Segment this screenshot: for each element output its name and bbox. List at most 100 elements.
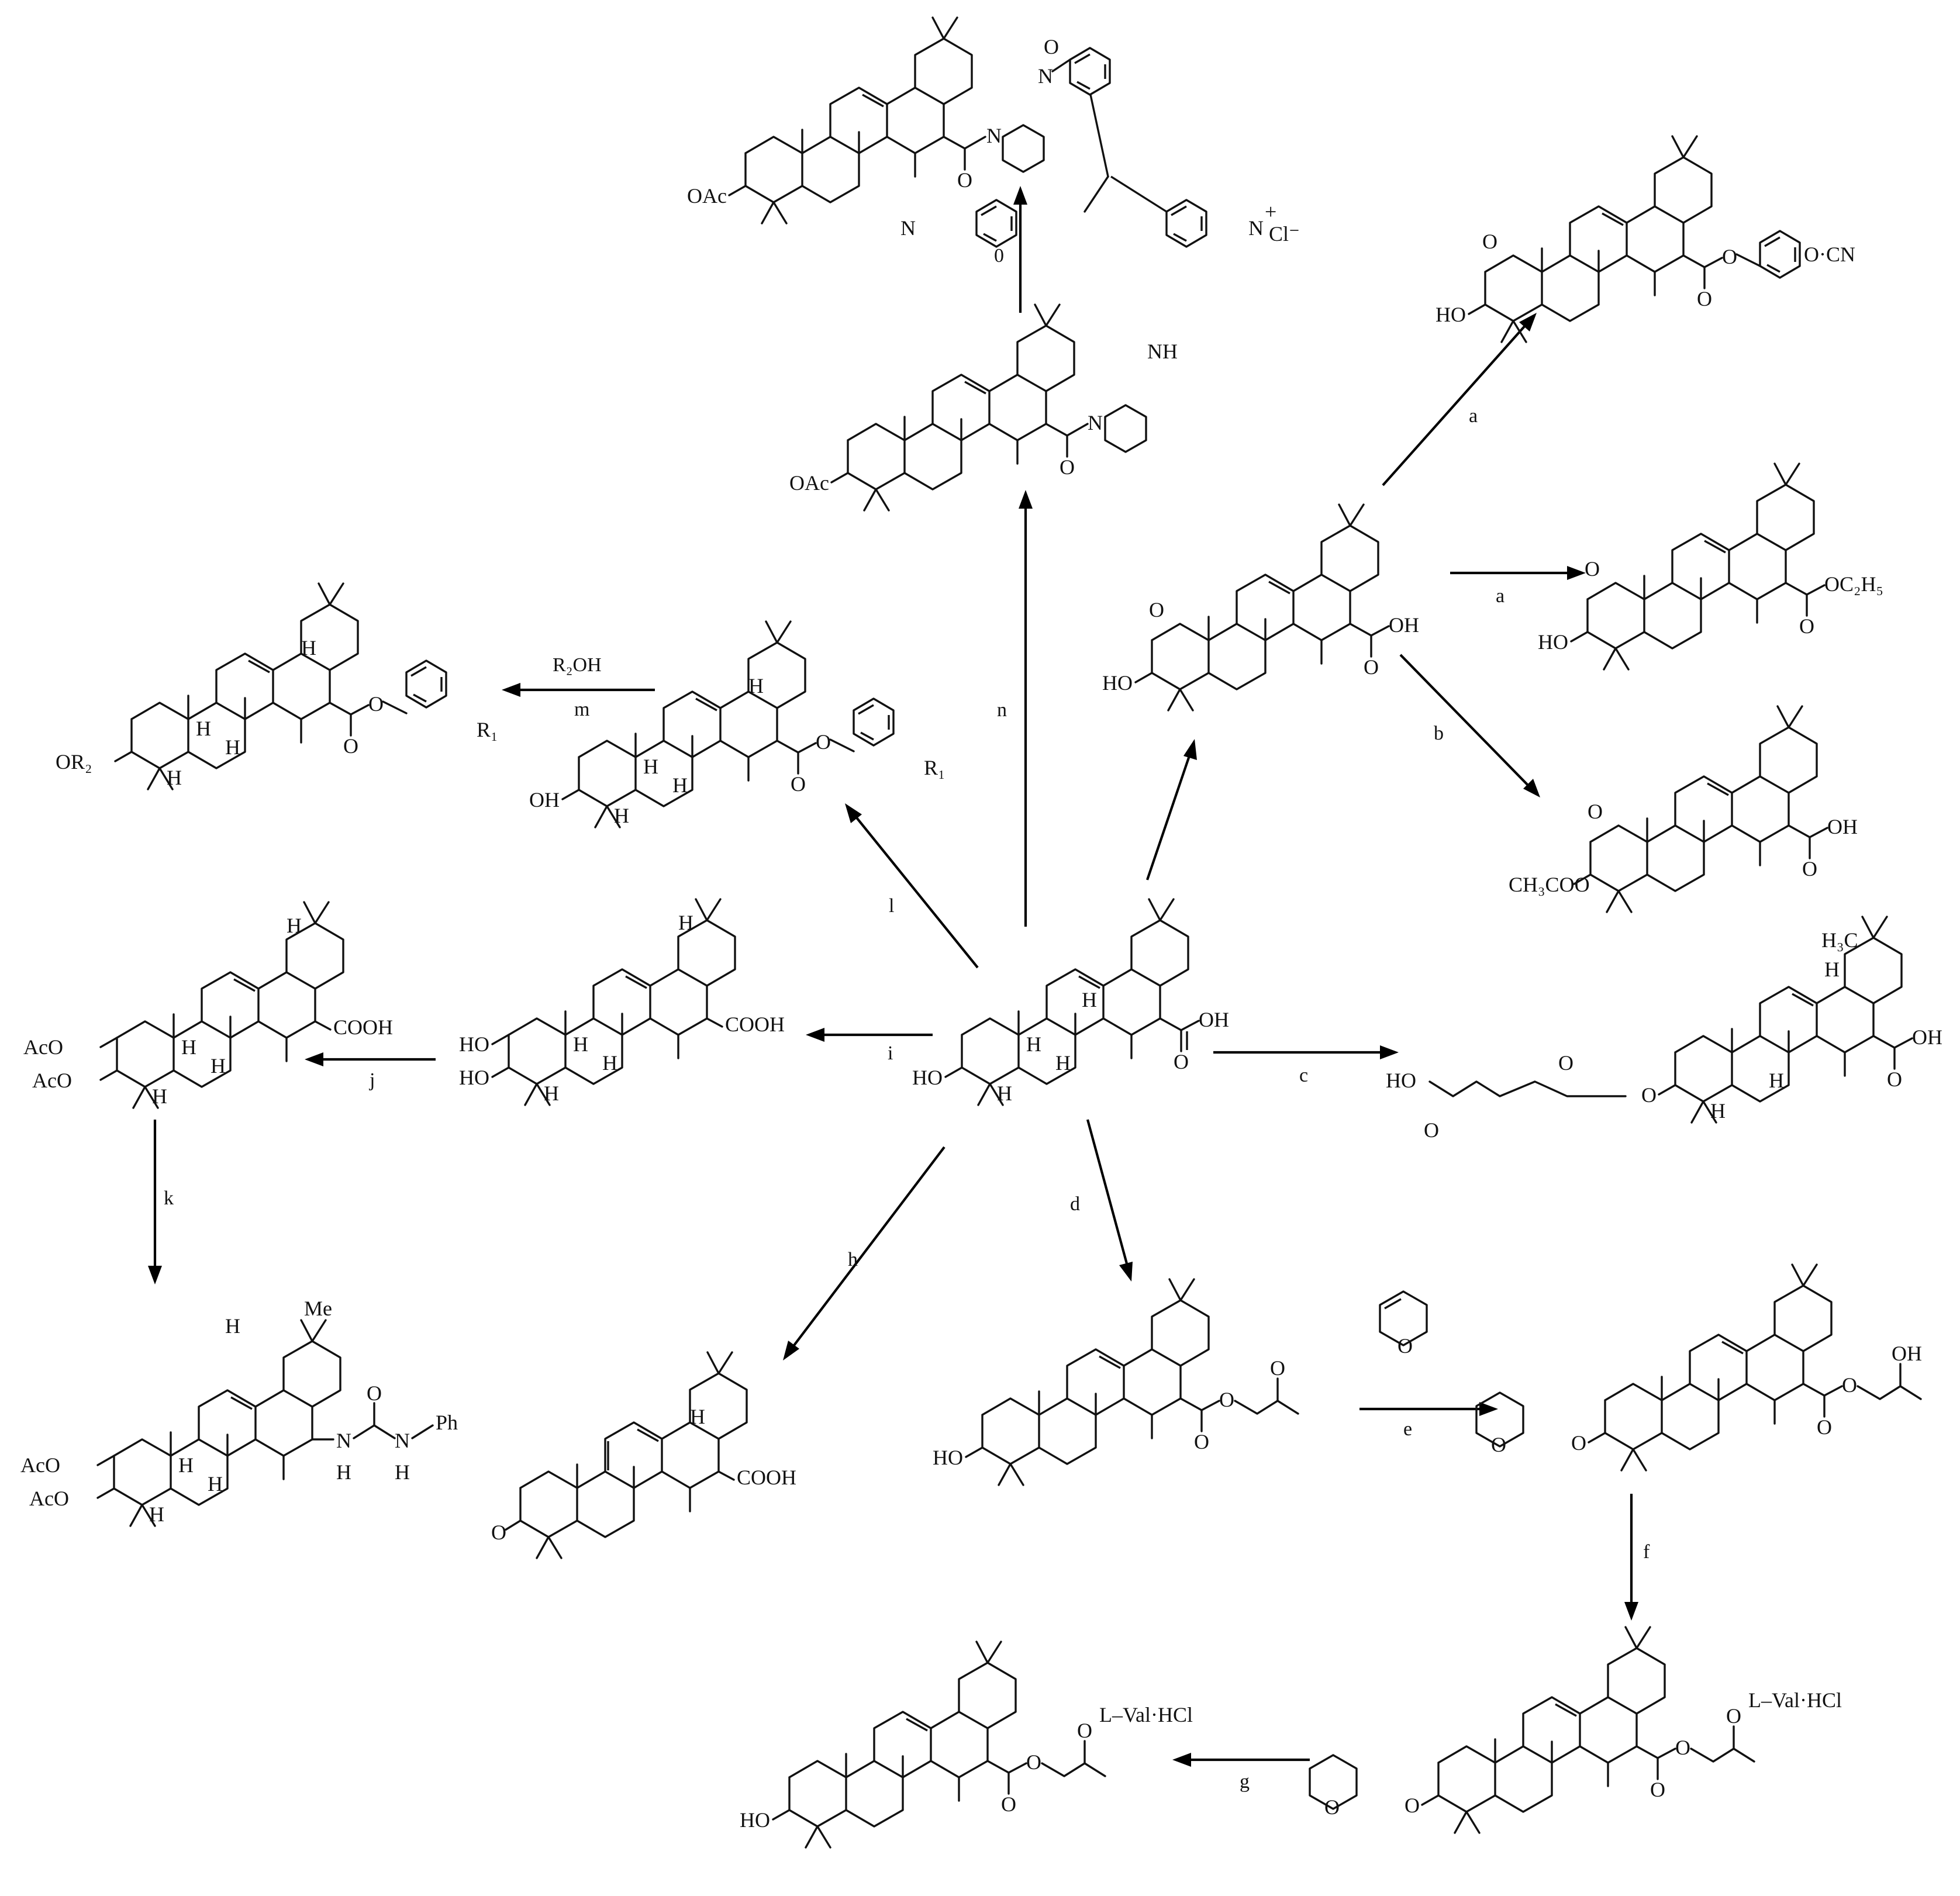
hydroxyl-3: OH (529, 788, 560, 811)
acetoxy-2: AcO (20, 1453, 60, 1477)
charge-plus: + (1265, 200, 1276, 223)
arrow-center-epoxy (1146, 739, 1197, 880)
h-5: H (1710, 1099, 1726, 1123)
carboxyl-oh: OH (1199, 1008, 1229, 1031)
step-label-b: b (1434, 723, 1444, 744)
h-5: H (997, 1082, 1012, 1105)
compound-epoxy-acid: OH O HO O (1102, 503, 1419, 712)
epoxide-o: O (1585, 557, 1600, 581)
amide-o: O (957, 168, 972, 192)
hydroxyl: OH (1892, 1342, 1922, 1365)
arrow-e: e O (1359, 1290, 1498, 1440)
carboxyl-oh: OH (1389, 613, 1419, 637)
h-5: H (544, 1082, 559, 1105)
step-label-m: m (574, 699, 589, 720)
acetoxy-3: AcO (29, 1487, 69, 1510)
hydroxyl-2: HO (459, 1032, 489, 1056)
piperazine-n2: N (1038, 64, 1053, 88)
step-label-h: h (848, 1249, 858, 1270)
step-label-a2: a (1496, 585, 1504, 607)
ester-o: O (1722, 245, 1737, 268)
chloride: Cl⁻ (1269, 222, 1300, 246)
arrow-g: g (1172, 1753, 1310, 1793)
hydroxyl-3: HO (1436, 303, 1466, 326)
h-5: H (149, 1503, 164, 1526)
h-9: H (196, 717, 211, 740)
reaction-arrows: 0 n l R₂OH m a (148, 186, 1650, 1793)
compound-oleanolic-acid-center: OH O HO H H H H (912, 898, 1229, 1106)
arrow-m: R₂OH m (502, 654, 655, 720)
h-14: H (602, 1051, 617, 1075)
h-9: H (643, 755, 658, 778)
h-18: H (301, 636, 316, 659)
urea-n2: N (395, 1429, 410, 1452)
h-9: H (178, 1453, 194, 1477)
urea-n1-h: H (336, 1460, 351, 1484)
valine-hcl: L–Val·HCl (1099, 1703, 1193, 1726)
h-14: H (672, 773, 688, 797)
epoxide-o: O (1482, 230, 1497, 253)
step-label-j: j (369, 1069, 375, 1091)
epoxide-o: O (1588, 800, 1603, 823)
arrow-l: l (845, 803, 979, 969)
carboxyl-oh: OH (1827, 815, 1858, 838)
h-18: H (225, 1314, 240, 1338)
carboxyl-oh: OH (1912, 1025, 1942, 1049)
arrow-n: n (997, 490, 1033, 927)
substituent-r1: R₁ (477, 718, 498, 741)
succinyl-carbonyl-o: O (1558, 1051, 1573, 1075)
ester-o: O (1219, 1388, 1234, 1411)
acetoxy-2: AcO (23, 1035, 63, 1059)
ester-o: O (1842, 1373, 1857, 1397)
step-label-f: f (1643, 1541, 1650, 1563)
acid-ho: HO (1386, 1069, 1416, 1092)
ether-or2: OR₂ (56, 750, 92, 773)
ester-o: O (1675, 1736, 1690, 1759)
arrow-c: c (1213, 1045, 1399, 1086)
arrow-h: h (783, 1146, 946, 1360)
urea-o: O (367, 1382, 382, 1405)
compound-dye-conjugate: OAc O N N O N N + Cl⁻ (687, 16, 1300, 248)
arrow-f: f (1624, 1494, 1650, 1621)
reagent-ring-oxygen: O (1397, 1334, 1413, 1358)
compound-benzyl-ester: O O OH R₁ H H H H (529, 620, 946, 828)
compound-acetonyl-ester: O O HO O (933, 1278, 1299, 1486)
valinate-o: O (1726, 1704, 1741, 1728)
valine-hcl: L–Val·HCl (1748, 1688, 1842, 1712)
urea-n1: N (336, 1429, 351, 1452)
valinate-o: O (1077, 1719, 1092, 1742)
compound-cyanate-benzyl-ester: O O HO O O·CN (1436, 135, 1855, 343)
step-label-e: e (1403, 1418, 1412, 1440)
compound-acetate-epoxy-acid: OH O CH₃COO O (1509, 705, 1858, 913)
step-label-c: c (1299, 1065, 1308, 1086)
arrow-b: b (1399, 654, 1540, 797)
acetoxy-3: AcO (32, 1069, 72, 1092)
h-9: H (1026, 1032, 1041, 1056)
piperazine-n1: N (986, 124, 1002, 147)
ethoxy: OC₂H₅ (1824, 572, 1883, 596)
acetoxy-3: OAc (687, 184, 727, 208)
hydroxyl-3: HO (740, 1808, 770, 1832)
h-19: H (1824, 958, 1840, 981)
substituent-r1: R₁ (924, 756, 946, 779)
carboxyl: COOH (725, 1013, 785, 1036)
iminium-n: N (1248, 216, 1264, 240)
carbonyl-o: O (1817, 1415, 1832, 1439)
hydroxyl-3: HO (1538, 630, 1568, 654)
arrow-k: k (148, 1120, 174, 1284)
compound-phenylurea: AcO AcO Me N H O N H Ph H H H H (20, 1297, 458, 1527)
carbonyl-o: O (1001, 1793, 1016, 1816)
step-label-n: n (997, 699, 1007, 721)
methyl-h3c: H₃C (1821, 928, 1858, 952)
step-label-l: l (889, 895, 894, 917)
carbonyl-o: O (1194, 1430, 1209, 1453)
h-9: H (573, 1032, 588, 1056)
carboxyl: COOH (737, 1466, 796, 1489)
compound-ethyl-ester: OC₂H₅ O HO O (1538, 462, 1883, 671)
compound-valine-ester-final: O O O L–Val·HCl HO (740, 1641, 1193, 1849)
carbonyl-o: O (791, 772, 806, 796)
compound-thp-valine-ester: O O O L–Val·HCl O O (1309, 1626, 1842, 1834)
piperazine-n: N (1088, 411, 1103, 434)
ketone-o: O (1044, 35, 1059, 58)
